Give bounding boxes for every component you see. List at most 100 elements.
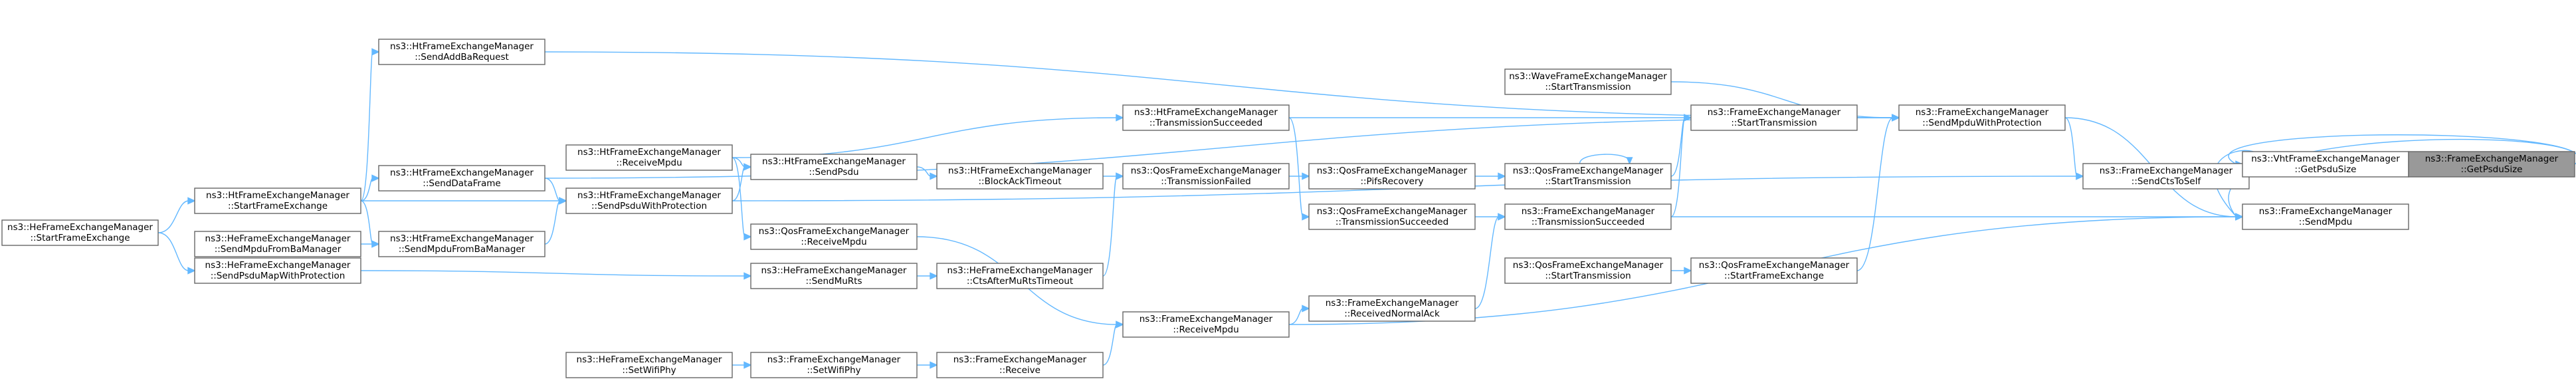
call-edge [732, 163, 752, 201]
node-qos-txsucc[interactable]: ns3::QosFrameExchangeManager::Transmissi… [1308, 203, 1476, 230]
edge-arrowhead [930, 172, 938, 180]
node-qos-starttx[interactable]: ns3::QosFrameExchangeManager::StartTrans… [1504, 163, 1672, 190]
call-edge [1856, 114, 1900, 271]
node-box [2082, 163, 2250, 190]
node-he-sendmpdu-fromba[interactable]: ns3::HeFrameExchangeManager::SendMpduFro… [194, 231, 361, 257]
node-box [1, 219, 159, 246]
call-edge [1670, 114, 1692, 217]
node-label-line: ::SetWifiPhy [622, 365, 676, 376]
node-label-line: ns3::QosFrameExchangeManager [1699, 260, 1850, 271]
node-box [1122, 311, 1290, 338]
node-label-line: ns3::VhtFrameExchangeManager [2251, 154, 2400, 164]
node-label-line: ::ReceiveMpdu [801, 237, 866, 247]
node-label-line: ns3::FrameExchangeManager [953, 354, 1087, 365]
node-qos-pifs[interactable]: ns3::QosFrameExchangeManager::PifsRecove… [1308, 163, 1476, 190]
node-box [1122, 104, 1290, 131]
edge-arrowhead [1302, 213, 1310, 221]
node-ht-addba[interactable]: ns3::HtFrameExchangeManager::SendAddBaRe… [378, 39, 545, 65]
node-fe-sendmpdu[interactable]: ns3::FrameExchangeManager::SendMpdu [2242, 203, 2409, 230]
call-edge [361, 240, 380, 248]
node-label-line: ::SendPsduWithProtection [591, 201, 707, 211]
node-he-sendmurts[interactable]: ns3::HeFrameExchangeManager::SendMuRts [750, 263, 918, 289]
node-fe-getpsdu[interactable]: ns3::FrameExchangeManager::GetPsduSize [2408, 151, 2575, 178]
edge-arrowhead [1116, 321, 1124, 328]
node-fe-receive[interactable]: ns3::FrameExchangeManager::Receive [936, 352, 1104, 378]
node-label-line: ::SetWifiPhy [807, 365, 860, 376]
node-label-line: ::SendAddBaRequest [415, 52, 509, 63]
node-label-line: ns3::HtFrameExchangeManager [577, 190, 721, 201]
node-fe-starttx[interactable]: ns3::FrameExchangeManager::StartTransmis… [1690, 104, 1858, 131]
edge-arrowhead [930, 361, 938, 369]
node-vht-getpsdu[interactable]: ns3::VhtFrameExchangeManager::GetPsduSiz… [2242, 151, 2409, 178]
node-box [1308, 163, 1476, 190]
node-he-cts[interactable]: ns3::HeFrameExchangeManager::CtsAfterMuR… [936, 263, 1104, 289]
node-label-line: ::StartFrameExchange [30, 233, 130, 243]
node-box [936, 263, 1104, 289]
edge-arrowhead [1892, 114, 1900, 122]
node-label-line: ::SendMpduFromBaManager [399, 244, 526, 255]
node-qos-startfe[interactable]: ns3::QosFrameExchangeManager::StartFrame… [1690, 257, 1858, 284]
node-label-line: ns3::FrameExchangeManager [767, 354, 901, 365]
edge-arrowhead [930, 272, 938, 280]
node-label-line: ns3::HtFrameExchangeManager [390, 168, 534, 178]
node-label-line: ::StartTransmission [1731, 118, 1817, 128]
node-ht-start[interactable]: ns3::HtFrameExchangeManager::StartFrameE… [194, 188, 361, 214]
edge-arrowhead [1684, 267, 1692, 275]
call-edge [1288, 305, 1310, 325]
node-ht-senddata[interactable]: ns3::HtFrameExchangeManager::SendDataFra… [378, 165, 545, 192]
node-box [1504, 163, 1672, 190]
edge-arrowhead [2235, 213, 2244, 221]
call-edge [1671, 213, 2244, 221]
edge-arrowhead [2076, 172, 2084, 180]
call-edge [1670, 114, 1692, 177]
node-fe-sendcts[interactable]: ns3::FrameExchangeManager::SendCtsToSelf [2082, 163, 2250, 190]
node-label-line: ::ReceivedNormalAck [1344, 309, 1440, 319]
node-fe-recvmpdu[interactable]: ns3::FrameExchangeManager::ReceiveMpdu [1122, 311, 1290, 338]
node-box [1504, 257, 1672, 284]
node-fe-setwifiphy[interactable]: ns3::FrameExchangeManager::SetWifiPhy [750, 352, 918, 378]
node-ht-blockack[interactable]: ns3::HtFrameExchangeManager::BlockAckTim… [936, 163, 1104, 190]
node-ht-txsucc[interactable]: ns3::HtFrameExchangeManager::Transmissio… [1122, 104, 1290, 131]
call-edge [732, 157, 752, 241]
call-edge [360, 174, 380, 201]
edge-arrowhead [1116, 172, 1124, 180]
node-qos-recvmpdu[interactable]: ns3::QosFrameExchangeManager::ReceiveMpd… [750, 223, 918, 250]
call-edge [1289, 114, 1692, 122]
node-box [1504, 68, 1672, 95]
node-label-line: ns3::QosFrameExchangeManager [1317, 206, 1468, 217]
node-ht-sendmpdu-fromba[interactable]: ns3::HtFrameExchangeManager::SendMpduFro… [378, 231, 545, 257]
node-box [194, 188, 361, 214]
node-label-line: ns3::HtFrameExchangeManager [390, 233, 534, 244]
node-box [1122, 163, 1290, 190]
call-edge [360, 270, 752, 280]
node-wave-starttx[interactable]: ns3::WaveFrameExchangeManager::StartTran… [1504, 68, 1672, 95]
node-qos-starttx2[interactable]: ns3::QosFrameExchangeManager::StartTrans… [1504, 257, 1672, 284]
node-fe-sendmpduprot[interactable]: ns3::FrameExchangeManager::SendMpduWithP… [1898, 104, 2066, 131]
node-fe-txsucc[interactable]: ns3::FrameExchangeManager::TransmissionS… [1504, 203, 1672, 230]
node-label-line: ns3::QosFrameExchangeManager [1317, 166, 1468, 176]
call-edge [1670, 267, 1692, 275]
node-label-line: ::PifsRecovery [1360, 176, 1423, 187]
node-label-line: ns3::HtFrameExchangeManager [390, 41, 534, 52]
node-box [565, 352, 733, 378]
node-fe-recvnormalack[interactable]: ns3::FrameExchangeManager::ReceivedNorma… [1308, 295, 1476, 322]
node-he-sendpsdumap[interactable]: ns3::HeFrameExchangeManager::SendPsduMap… [194, 257, 361, 284]
node-label-line: ns3::HeFrameExchangeManager [947, 265, 1093, 276]
node-ht-sendpsduprot[interactable]: ns3::HtFrameExchangeManager::SendPsduWit… [565, 188, 733, 214]
call-edge [157, 232, 196, 275]
edge-arrowhead [1116, 114, 1124, 122]
node-ht-sendpsdu[interactable]: ns3::HtFrameExchangeManager::SendPsdu [750, 154, 918, 180]
node-label-line: ::SendMpdu [2299, 217, 2352, 227]
node-label-line: ns3::HeFrameExchangeManager [761, 265, 907, 276]
edge-arrowhead [743, 272, 752, 280]
edge-arrowhead [1302, 172, 1310, 180]
node-qos-txfailed[interactable]: ns3::QosFrameExchangeManager::Transmissi… [1122, 163, 1290, 190]
call-edge [157, 197, 196, 233]
node-box [1690, 104, 1858, 131]
node-hfe-start[interactable]: ns3::HeFrameExchangeManager::StartFrameE… [1, 219, 159, 246]
node-label-line: ::StartTransmission [1545, 82, 1631, 92]
node-he-setwifiphy[interactable]: ns3::HeFrameExchangeManager::SetWifiPhy [565, 352, 733, 378]
node-label-line: ns3::QosFrameExchangeManager [1131, 166, 1282, 176]
call-edge [1102, 172, 1124, 277]
node-ht-recvmpdu[interactable]: ns3::HtFrameExchangeManager::ReceiveMpdu [565, 144, 733, 171]
